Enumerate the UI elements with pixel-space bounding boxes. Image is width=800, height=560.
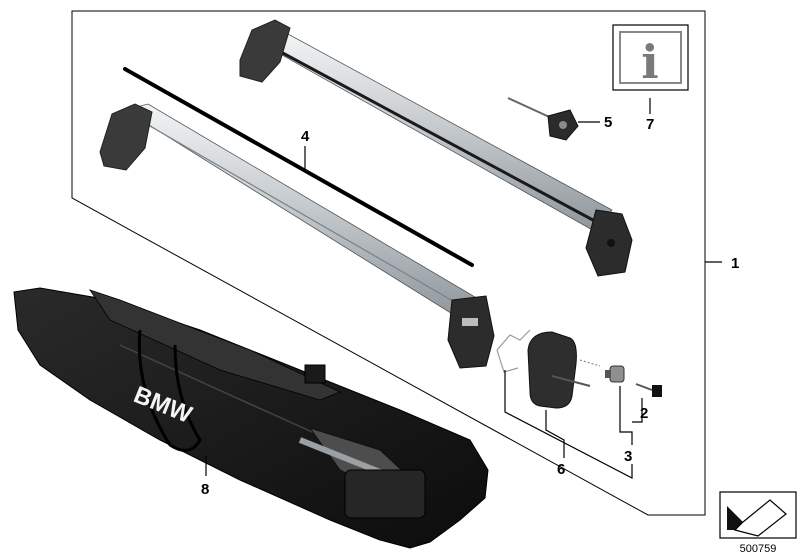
callout-8: 8: [201, 481, 209, 498]
callout-1: 1: [731, 255, 739, 272]
storage-bag: [13, 287, 489, 549]
lock-key-part: [507, 97, 579, 141]
document-number: 500759: [740, 543, 777, 555]
rear-crossbar: [239, 19, 633, 277]
callout-4: 4: [301, 128, 310, 145]
info-symbol-box: [612, 24, 689, 91]
page-corner-icon: [719, 491, 797, 539]
front-crossbar: [99, 103, 495, 369]
assembly-boundary: [71, 10, 706, 516]
end-cover-parts: [496, 329, 662, 409]
callout-7: 7: [646, 116, 654, 133]
callout-3: 3: [624, 448, 632, 465]
callout-2: 2: [640, 405, 648, 422]
callout-6: 6: [557, 461, 565, 478]
leader-lines: [205, 98, 722, 479]
rubber-strip: [123, 67, 474, 267]
callout-5: 5: [604, 114, 612, 131]
info-icon: i: [641, 35, 658, 89]
